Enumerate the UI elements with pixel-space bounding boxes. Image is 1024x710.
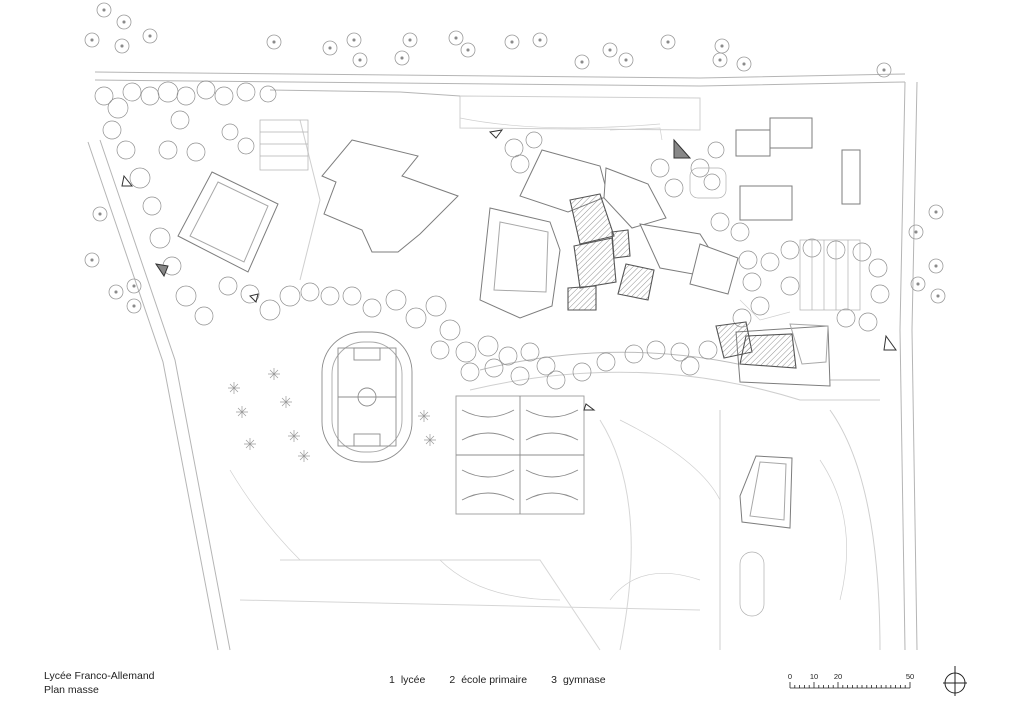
main-existing-building [321,139,459,253]
legend-label: lycée [400,674,426,686]
new-primary-roof-2 [739,333,797,369]
housing-block-1 [735,129,771,157]
housing-block-2 [769,117,813,149]
view-triangle-icon [121,174,134,187]
drawing-type: Plan masse [44,684,99,696]
legend-item-ecole-primaire: 2 école primaire [449,674,527,686]
building-legend: 1 lycée 2 école primaire 3 gymnase [389,674,606,686]
athletics-track [321,331,413,463]
new-lycee-roof-4 [567,285,597,311]
legend-item-lycee: 1 lycée [389,674,425,686]
new-lycee-roof-5 [617,263,655,301]
street-trees [84,2,892,78]
legend-number: 1 [389,674,395,686]
legend-label: école primaire [461,674,528,686]
new-lycee-roof-2 [573,237,617,289]
lycee-block-c [603,167,667,229]
drawing-caption: Lycée Franco-Allemand Plan masse [44,669,155,697]
site-details [229,117,847,601]
legend-item-gymnase: 3 gymnase [551,674,605,686]
view-triangle-icon [673,138,692,159]
new-buildings [567,193,797,369]
view-markers [121,129,897,411]
lycee-block-a [479,207,561,319]
scale-label: 50 [906,672,914,681]
sports-facilities [321,331,585,515]
parking-areas [259,119,861,617]
vegetation-canopy [94,80,890,390]
view-triangle-icon [883,334,897,351]
scale-bar: 0 10 20 50 [788,672,914,689]
project-title: Lycée Franco-Allemand [44,670,155,682]
site-plan-drawing [84,2,946,651]
view-triangle-icon [488,129,504,139]
legend-number: 2 [449,674,456,686]
scale-label: 10 [810,672,818,681]
view-triangle-icon [249,293,259,303]
scale-label: 20 [834,672,842,681]
side-trees [84,204,946,314]
road-network [87,71,918,651]
legend-number: 3 [551,674,557,686]
scale-label: 0 [788,672,792,681]
view-triangle-icon [583,403,596,411]
palm-trees [228,368,436,462]
lycee-block-e [689,243,739,295]
new-lycee-roof-3 [611,229,631,259]
housing-block-4 [841,149,861,205]
gymnase-south [739,455,793,529]
housing-block-3 [739,185,793,221]
north-arrow-icon [943,666,967,696]
existing-buildings [177,117,861,529]
view-triangle-icon [154,263,169,278]
gymnasium-existing [177,171,279,273]
legend-label: gymnase [563,674,606,686]
